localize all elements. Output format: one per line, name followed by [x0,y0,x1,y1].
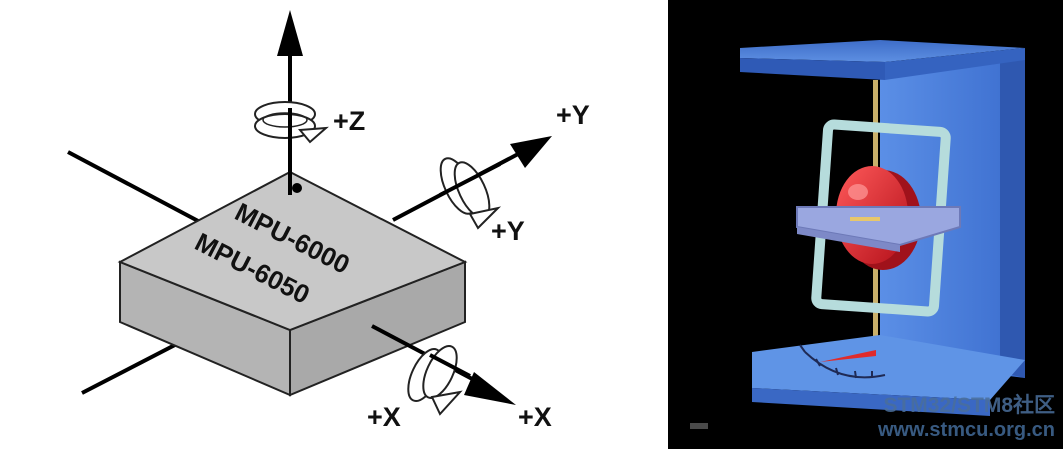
frame-bottom-edge [752,388,990,416]
watermark-url: www.stmcu.org.cn [877,419,1055,441]
watermark-title: STM32/STM8社区 [883,393,1055,417]
frame-top-plate [740,40,1025,62]
rotor-axle [850,217,880,221]
x-rotation-icon [407,345,463,416]
mpu-axes-diagram: MPU-6000 MPU-6050 +Z [67,10,590,432]
y-label-rotation: +Y [491,216,525,246]
z-rotation-icon [254,101,329,144]
chip-top-face [117,170,468,332]
x-axis: +X +X [367,324,552,432]
pin1-dot [292,183,302,193]
z-axis: +Z [254,10,365,195]
y-axis: +Y +Y [392,100,590,246]
y-arrow-head [510,136,552,168]
frame-top-edge-right [885,48,1025,80]
x-arrow-head [464,372,516,405]
x-label-right: +X [518,402,552,432]
y-rotation-icon [439,157,502,230]
frame-bottom-plate [752,335,1025,400]
watermark-dash [690,423,708,429]
gyroscope-render: STM32/STM8社区 www.stmcu.org.cn [668,0,1063,449]
angle-dial [799,344,886,379]
inner-gimbal-plate [796,206,961,247]
frame-back-side [1000,52,1025,378]
frame-top-edge [740,58,885,80]
inner-gimbal-front [797,227,900,252]
y-label-top: +Y [556,100,590,130]
rotor-highlight [848,184,868,200]
x-label-left: +X [367,402,401,432]
z-label: +Z [333,106,365,136]
dial-needle [820,350,876,362]
z-arrow-head [277,10,303,56]
x-axis-back-line [67,150,201,224]
